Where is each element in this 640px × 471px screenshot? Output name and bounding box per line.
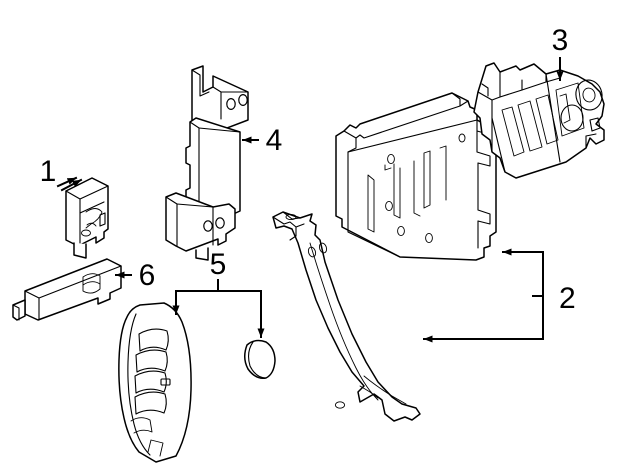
part-1-receiver-sensor-module[interactable] [65,177,109,259]
callout-label-2: 2 [559,282,576,315]
part-2-pillar-trim-panel[interactable] [272,211,421,422]
callout-label-1: 1 [40,155,57,188]
part-4-antenna-amplifier[interactable] [165,65,249,261]
part-3-ignition-control-module[interactable] [473,62,605,179]
part-5-coin-cell-battery[interactable] [244,339,276,380]
callout-label-5: 5 [210,248,227,281]
callout-label-3: 3 [552,24,569,57]
part-5-smart-key-fob[interactable] [118,302,192,463]
callout-1-arrow [56,176,78,188]
callout-label-4: 4 [266,124,283,157]
callout-1-leader [60,178,83,192]
callout-2-bracket [423,248,544,343]
part-2-electronic-control-unit[interactable] [335,92,497,261]
callout-label-6: 6 [139,259,156,292]
part-6-antenna-bar-sensor[interactable] [12,258,122,321]
callout-5-bracket [172,279,265,338]
